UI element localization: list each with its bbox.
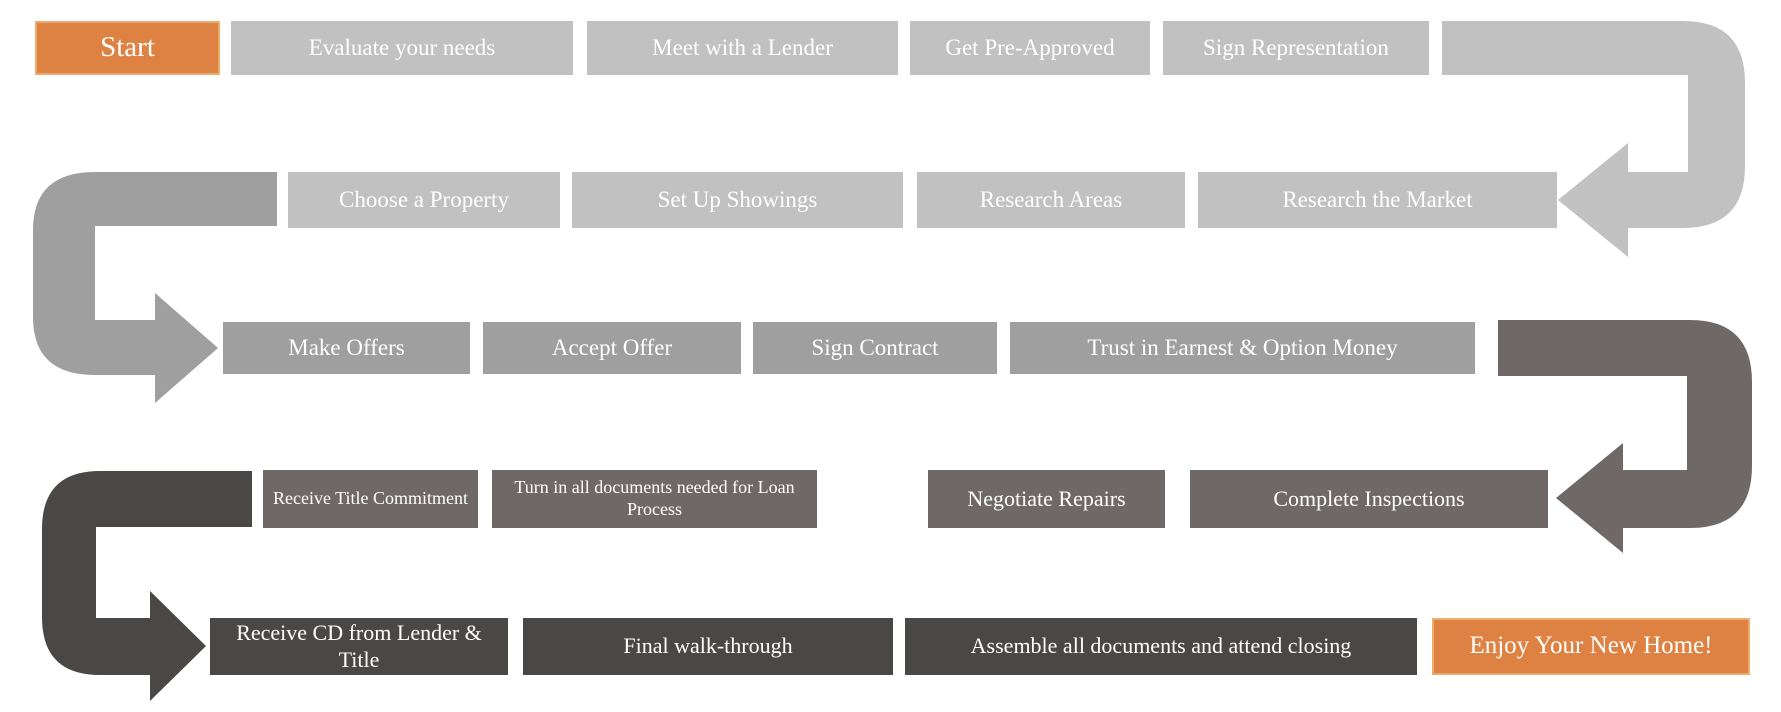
step-accept-offer: Accept Offer bbox=[483, 322, 741, 374]
elbow-arrow-row3-to-row4 bbox=[1498, 320, 1752, 553]
step-receive-title-commitment: Receive Title Commitment bbox=[263, 470, 478, 528]
step-receive-cd-from-lender-and-title: Receive CD from Lender & Title bbox=[210, 618, 508, 675]
step-research-the-market: Research the Market bbox=[1198, 172, 1557, 228]
step-complete-inspections: Complete Inspections bbox=[1190, 470, 1548, 528]
step-start: Start bbox=[35, 21, 220, 75]
elbow-arrow-row2-to-row3 bbox=[33, 172, 277, 403]
elbow-arrow-row4-to-row5 bbox=[42, 471, 252, 701]
step-sign-contract: Sign Contract bbox=[753, 322, 997, 374]
step-turn-in-loan-documents: Turn in all documents needed for Loan Pr… bbox=[492, 470, 817, 528]
step-enjoy-your-new-home: Enjoy Your New Home! bbox=[1432, 618, 1750, 675]
step-final-walk-through: Final walk-through bbox=[523, 618, 893, 675]
elbow-arrow-row1-to-row2 bbox=[1442, 21, 1745, 257]
step-assemble-documents-attend-closing: Assemble all documents and attend closin… bbox=[905, 618, 1417, 675]
step-choose-a-property: Choose a Property bbox=[288, 172, 560, 228]
step-research-areas: Research Areas bbox=[917, 172, 1185, 228]
step-make-offers: Make Offers bbox=[223, 322, 470, 374]
step-sign-representation: Sign Representation bbox=[1163, 21, 1429, 75]
step-meet-with-a-lender: Meet with a Lender bbox=[587, 21, 898, 75]
step-trust-in-earnest-and-option-money: Trust in Earnest & Option Money bbox=[1010, 322, 1475, 374]
step-set-up-showings: Set Up Showings bbox=[572, 172, 903, 228]
step-get-pre-approved: Get Pre-Approved bbox=[910, 21, 1150, 75]
step-evaluate-your-needs: Evaluate your needs bbox=[231, 21, 573, 75]
step-negotiate-repairs: Negotiate Repairs bbox=[928, 470, 1165, 528]
